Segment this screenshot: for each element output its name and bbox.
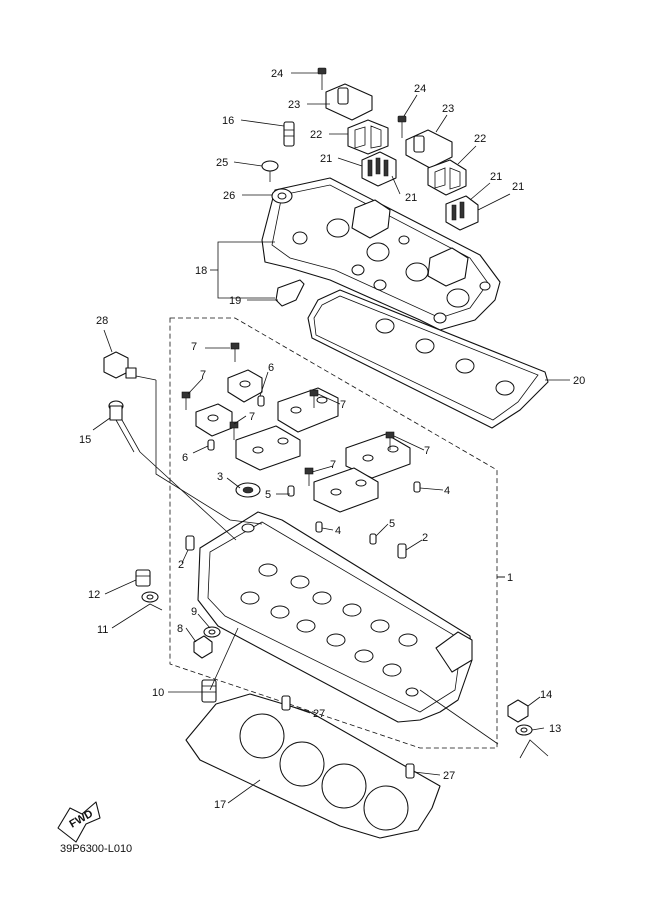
label-2: 2 — [422, 532, 428, 544]
label-11: 11 — [97, 624, 108, 636]
label-23: 23 — [442, 103, 454, 115]
dowel-2-right — [397, 543, 407, 559]
reed-valve-assembly-right — [445, 195, 479, 231]
label-21: 21 — [320, 153, 332, 165]
reed-valve-cover-right — [405, 129, 453, 169]
stud-bolt-10 — [201, 679, 217, 703]
breather-case — [351, 199, 469, 287]
label-24: 24 — [271, 68, 283, 80]
bolt-25 — [261, 160, 279, 182]
label-21: 21 — [490, 171, 502, 183]
label-25: 25 — [216, 157, 228, 169]
leader-lines — [92, 72, 570, 804]
label-22: 22 — [474, 133, 486, 145]
camshaft-cap-small-2 — [195, 403, 233, 437]
cylinder-head — [197, 511, 473, 723]
callout-labels: 24 23 22 21 21 24 23 22 21 21 16 25 26 1… — [79, 68, 585, 811]
label-3: 3 — [217, 471, 223, 483]
label-7: 7 — [330, 459, 336, 471]
dowel-27-lower — [405, 763, 415, 779]
head-cover — [261, 177, 501, 331]
diagram-code: 39P6300-L010 — [60, 843, 132, 855]
reed-valve-assembly-left — [361, 151, 397, 187]
label-19: 19 — [229, 295, 241, 307]
label-18: 18 — [195, 265, 207, 277]
reed-plate-left — [347, 119, 389, 155]
label-14: 14 — [540, 689, 552, 701]
bolt-24-right — [397, 115, 407, 138]
bracket-19 — [275, 279, 305, 307]
label-5: 5 — [265, 489, 271, 501]
label-6: 6 — [182, 452, 188, 464]
bolt-28 — [103, 351, 137, 379]
label-13: 13 — [549, 723, 561, 735]
cylinder-head-gasket — [185, 693, 441, 839]
label-27: 27 — [313, 708, 325, 720]
dowel-pins — [207, 395, 421, 545]
bolt-24-left — [317, 67, 327, 90]
washer-26 — [271, 188, 293, 204]
label-4: 4 — [335, 525, 341, 537]
reed-plate-right — [427, 159, 467, 196]
forward-arrow-icon: FWD — [57, 801, 101, 843]
label-7: 7 — [200, 369, 206, 381]
reed-valve-cover-left — [325, 83, 373, 121]
gasket-11 — [141, 591, 159, 603]
label-26: 26 — [223, 190, 235, 202]
camshaft-cap-large-1 — [277, 387, 339, 433]
nut-14 — [507, 699, 529, 723]
dowel-2-left — [185, 535, 195, 551]
cap-bolts-7 — [181, 342, 395, 486]
label-1: 1 — [507, 572, 513, 584]
bolt-8 — [193, 635, 213, 659]
label-21: 21 — [512, 181, 524, 193]
label-8: 8 — [177, 623, 183, 635]
assembly-boundary — [169, 317, 498, 749]
label-23: 23 — [288, 99, 300, 111]
plug-12 — [135, 569, 151, 587]
label-27: 27 — [443, 770, 455, 782]
label-9: 9 — [191, 606, 197, 618]
plug-16 — [283, 121, 295, 147]
camshaft-cap-small-1 — [227, 369, 263, 403]
cam-journals — [240, 563, 418, 677]
label-21: 21 — [405, 192, 417, 204]
label-10: 10 — [152, 687, 164, 699]
gasket-plug-rings — [375, 318, 515, 396]
camshaft-cap-large-3 — [345, 433, 411, 479]
dowel-27-upper — [281, 695, 291, 711]
label-7: 7 — [424, 445, 430, 457]
label-22: 22 — [310, 129, 322, 141]
head-cover-gasket — [307, 289, 549, 429]
label-16: 16 — [222, 115, 234, 127]
label-7: 7 — [340, 399, 346, 411]
label-7: 7 — [191, 341, 197, 353]
bolt-15 — [108, 400, 141, 453]
label-2: 2 — [178, 559, 184, 571]
label-7: 7 — [249, 411, 255, 423]
label-6: 6 — [268, 362, 274, 374]
plug-3 — [235, 482, 261, 498]
washer-9 — [203, 626, 221, 638]
label-4: 4 — [444, 485, 450, 497]
label-24: 24 — [414, 83, 426, 95]
label-17: 17 — [214, 799, 226, 811]
label-5: 5 — [389, 518, 395, 530]
label-15: 15 — [79, 434, 91, 446]
label-12: 12 — [88, 589, 100, 601]
washer-13 — [515, 724, 533, 736]
camshaft-cap-large-4 — [313, 467, 379, 513]
camshaft-cap-large-2 — [235, 425, 301, 471]
label-28: 28 — [96, 315, 108, 327]
label-20: 20 — [573, 375, 585, 387]
